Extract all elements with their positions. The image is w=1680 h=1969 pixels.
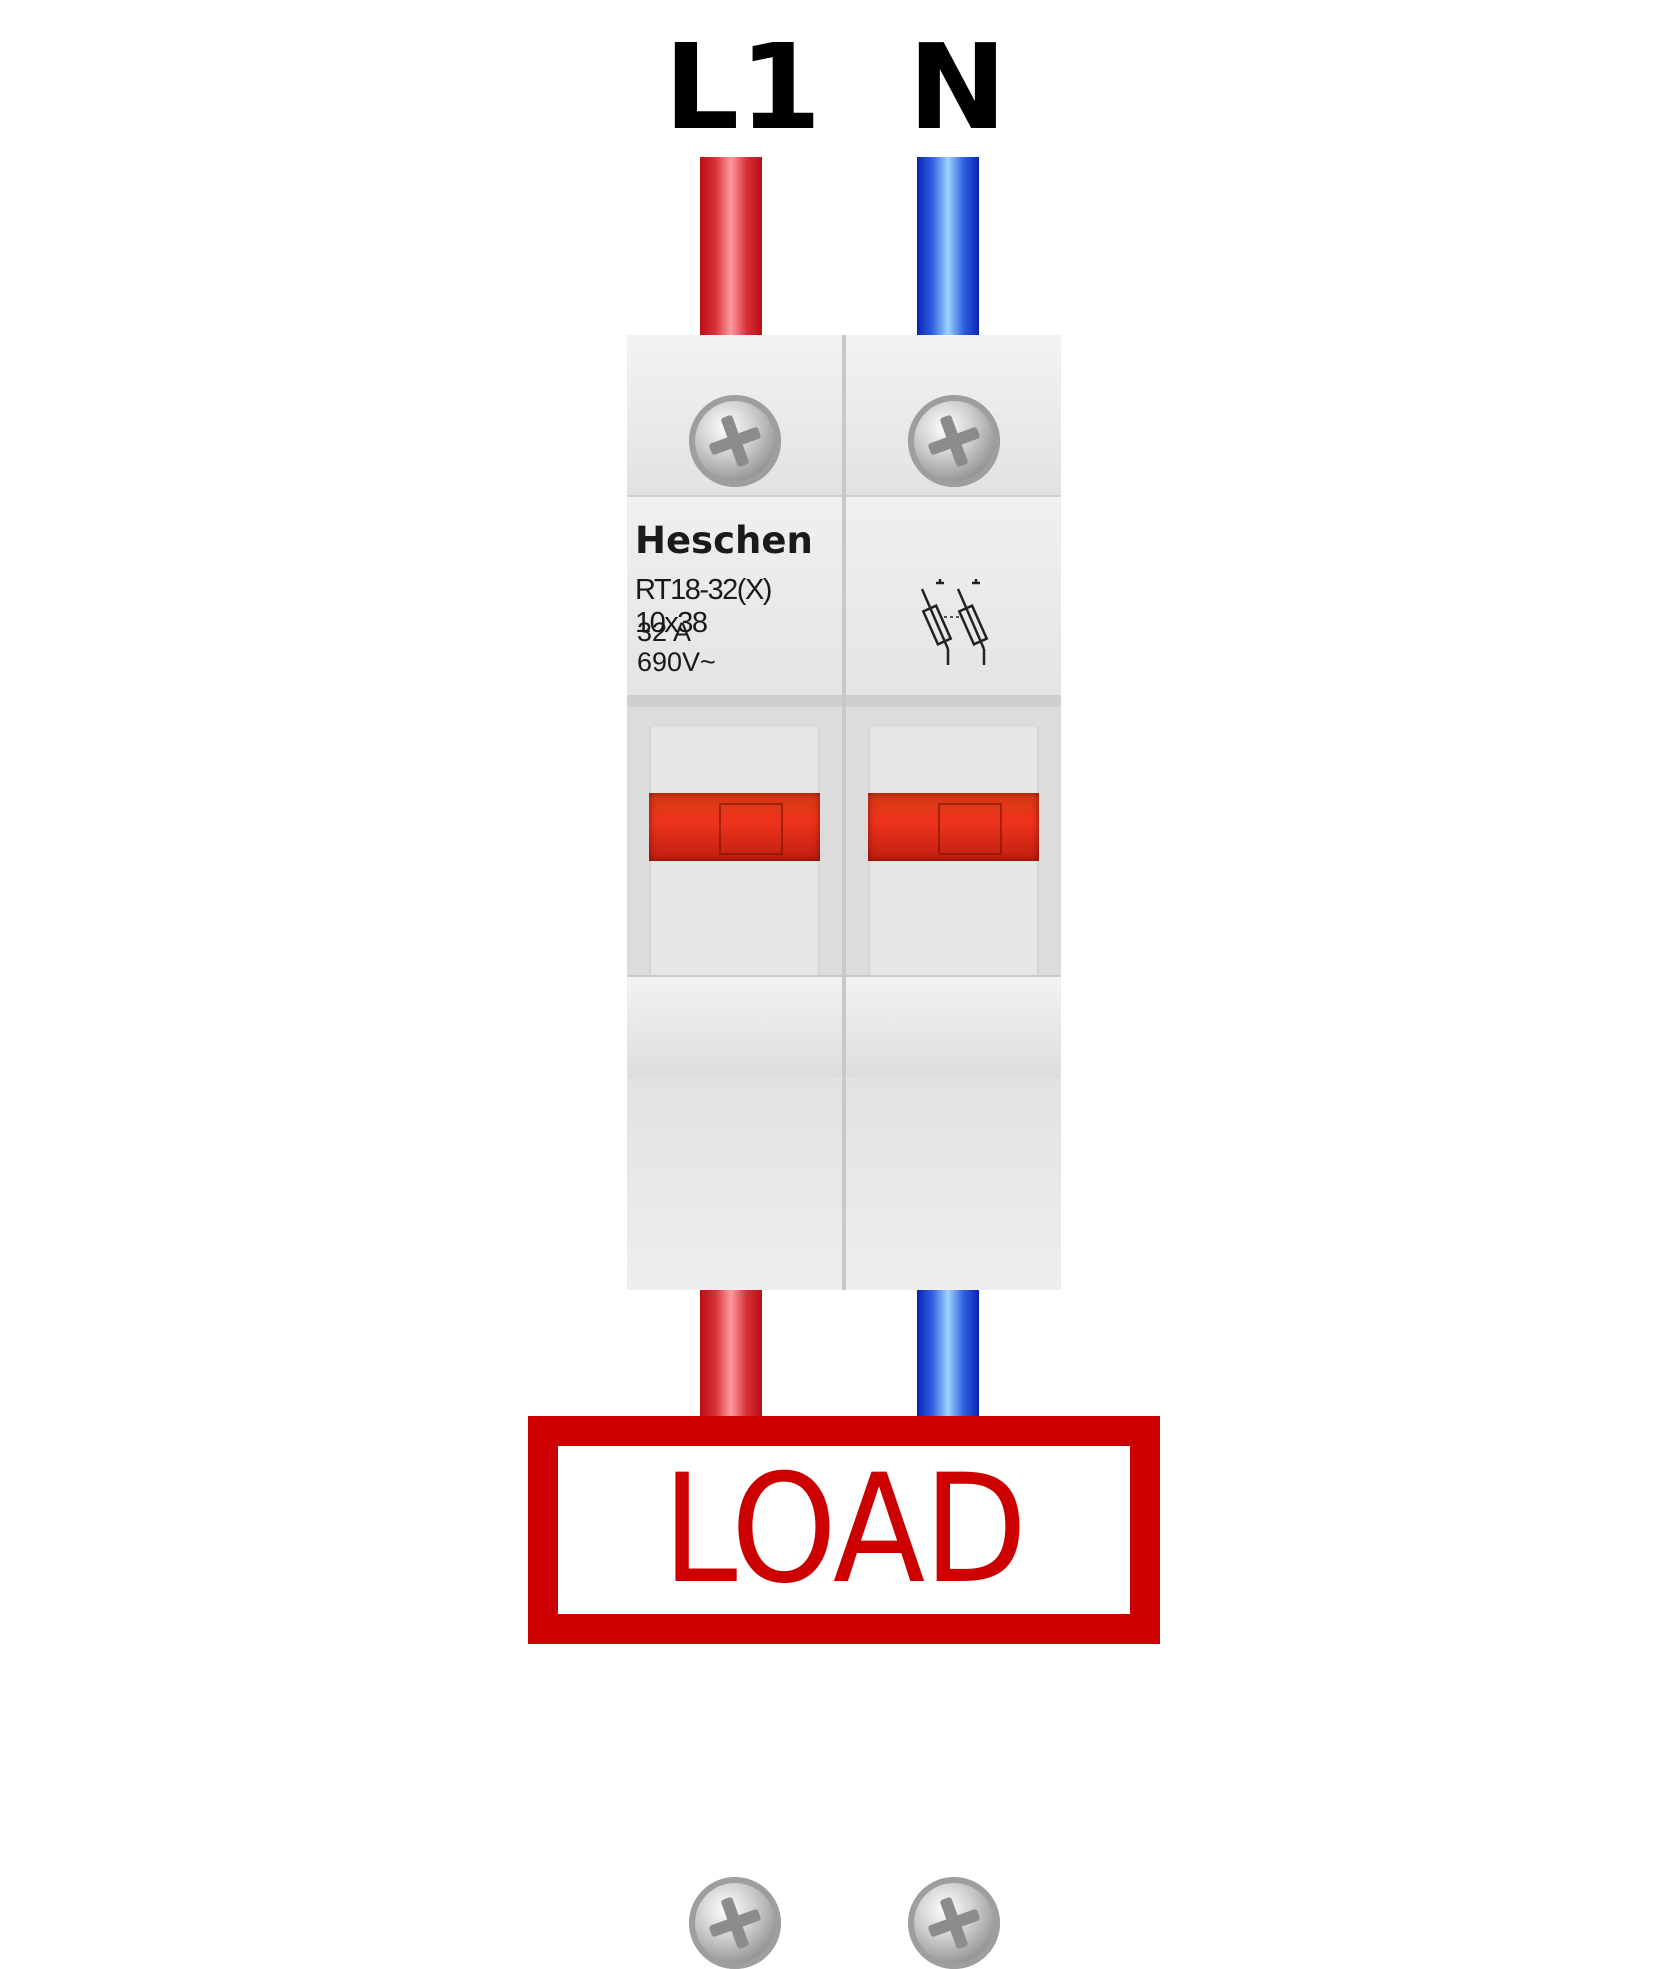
terminal-screw-icon[interactable] — [689, 395, 781, 487]
input-terminal-block — [627, 335, 842, 495]
symbol-panel — [846, 495, 1061, 697]
load-box: LOAD — [528, 1416, 1160, 1644]
terminal-screw-icon[interactable] — [908, 1877, 1000, 1969]
output-terminal-block — [627, 1077, 842, 1969]
fuse-carrier[interactable] — [846, 695, 1061, 987]
fuse-holder-pole-1: Heschen RT18-32(X) 10x38 32 A 690V~ — [627, 335, 842, 1969]
neutral-wire-output — [917, 1288, 979, 1416]
pole-divider — [842, 335, 846, 1290]
indicator-window — [649, 793, 820, 861]
voltage-rating: 690V~ — [637, 647, 716, 677]
carrier-handle[interactable] — [846, 975, 1061, 1079]
indicator-window — [868, 793, 1039, 861]
fuse-carrier[interactable] — [627, 695, 842, 987]
input-terminal-block — [846, 335, 1061, 495]
output-terminal-block — [846, 1077, 1061, 1969]
line-wire-output — [700, 1288, 762, 1416]
fuse-holder-pole-2 — [846, 335, 1061, 1969]
terminal-label-n: N — [908, 18, 1007, 156]
terminal-screw-icon[interactable] — [908, 395, 1000, 487]
load-label: LOAD — [662, 1443, 1027, 1617]
device-label-panel: Heschen RT18-32(X) 10x38 32 A 690V~ — [627, 495, 842, 697]
brand-name: Heschen — [635, 519, 813, 562]
fuse-disconnector-symbol-icon — [920, 579, 989, 665]
carrier-handle[interactable] — [627, 975, 842, 1079]
terminal-label-l1: L1 — [664, 18, 822, 156]
line-wire-input — [700, 157, 762, 340]
neutral-wire-input — [917, 157, 979, 340]
model-number: RT18-32(X) 10x38 — [635, 574, 772, 639]
current-rating: 32 A — [637, 617, 692, 647]
terminal-screw-icon[interactable] — [689, 1877, 781, 1969]
